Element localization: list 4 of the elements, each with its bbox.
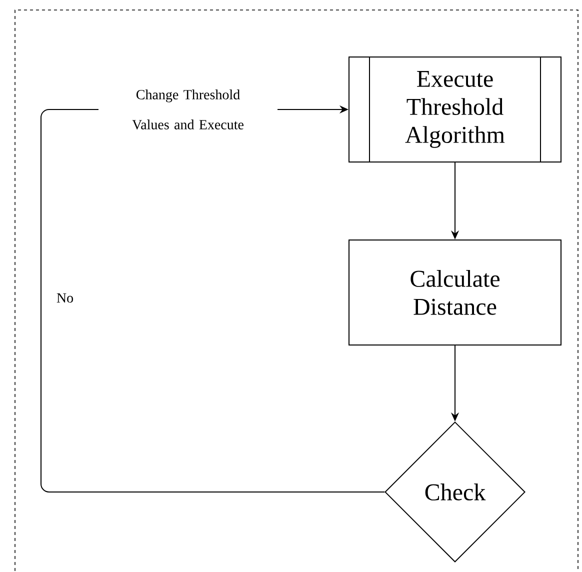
edge-label: Change Threshold Values and Execute (98, 88, 278, 132)
subprocess-box: Execute Threshold Algorithm (348, 56, 562, 163)
process-box: Calculate Distance (348, 240, 562, 346)
branch-label: No (56, 293, 74, 303)
